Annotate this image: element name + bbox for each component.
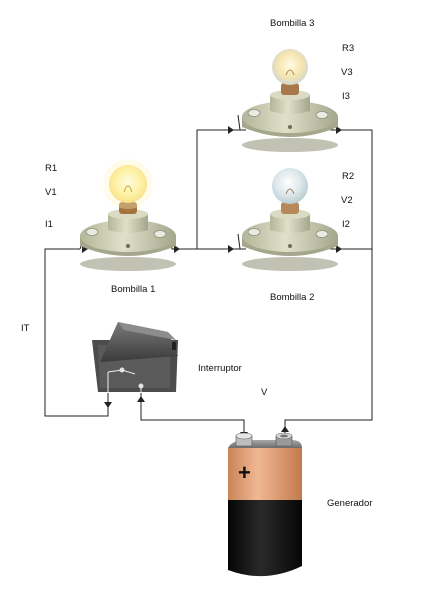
bulb-1-voltage: V1 bbox=[45, 187, 57, 198]
bulb-2-voltage: V2 bbox=[341, 195, 353, 206]
bulb-2-current: I2 bbox=[342, 219, 350, 230]
voltage-label: V bbox=[261, 387, 268, 398]
bulb-1-resistance: R1 bbox=[45, 163, 58, 174]
bulb-3-name: Bombilla 3 bbox=[270, 18, 315, 29]
switch[interactable] bbox=[92, 322, 178, 393]
bulb-2 bbox=[242, 168, 338, 271]
bulb-3-resistance: R3 bbox=[342, 43, 355, 54]
bulb-2-resistance: R2 bbox=[342, 171, 355, 182]
bulb-1 bbox=[80, 159, 176, 271]
total-current-label: IT bbox=[21, 323, 30, 334]
bulb-3 bbox=[242, 49, 338, 152]
battery bbox=[228, 432, 302, 577]
wires bbox=[44, 114, 373, 440]
bulb-1-current: I1 bbox=[45, 219, 53, 230]
bulb-3-current: I3 bbox=[342, 91, 350, 102]
switch-label: Interruptor bbox=[198, 363, 242, 374]
battery-positive-sign: + bbox=[238, 460, 251, 485]
bulb-3-voltage: V3 bbox=[341, 67, 353, 78]
bulb-2-name: Bombilla 2 bbox=[270, 292, 315, 303]
generator-label: Generador bbox=[327, 498, 373, 509]
bulb-1-name: Bombilla 1 bbox=[111, 284, 156, 295]
